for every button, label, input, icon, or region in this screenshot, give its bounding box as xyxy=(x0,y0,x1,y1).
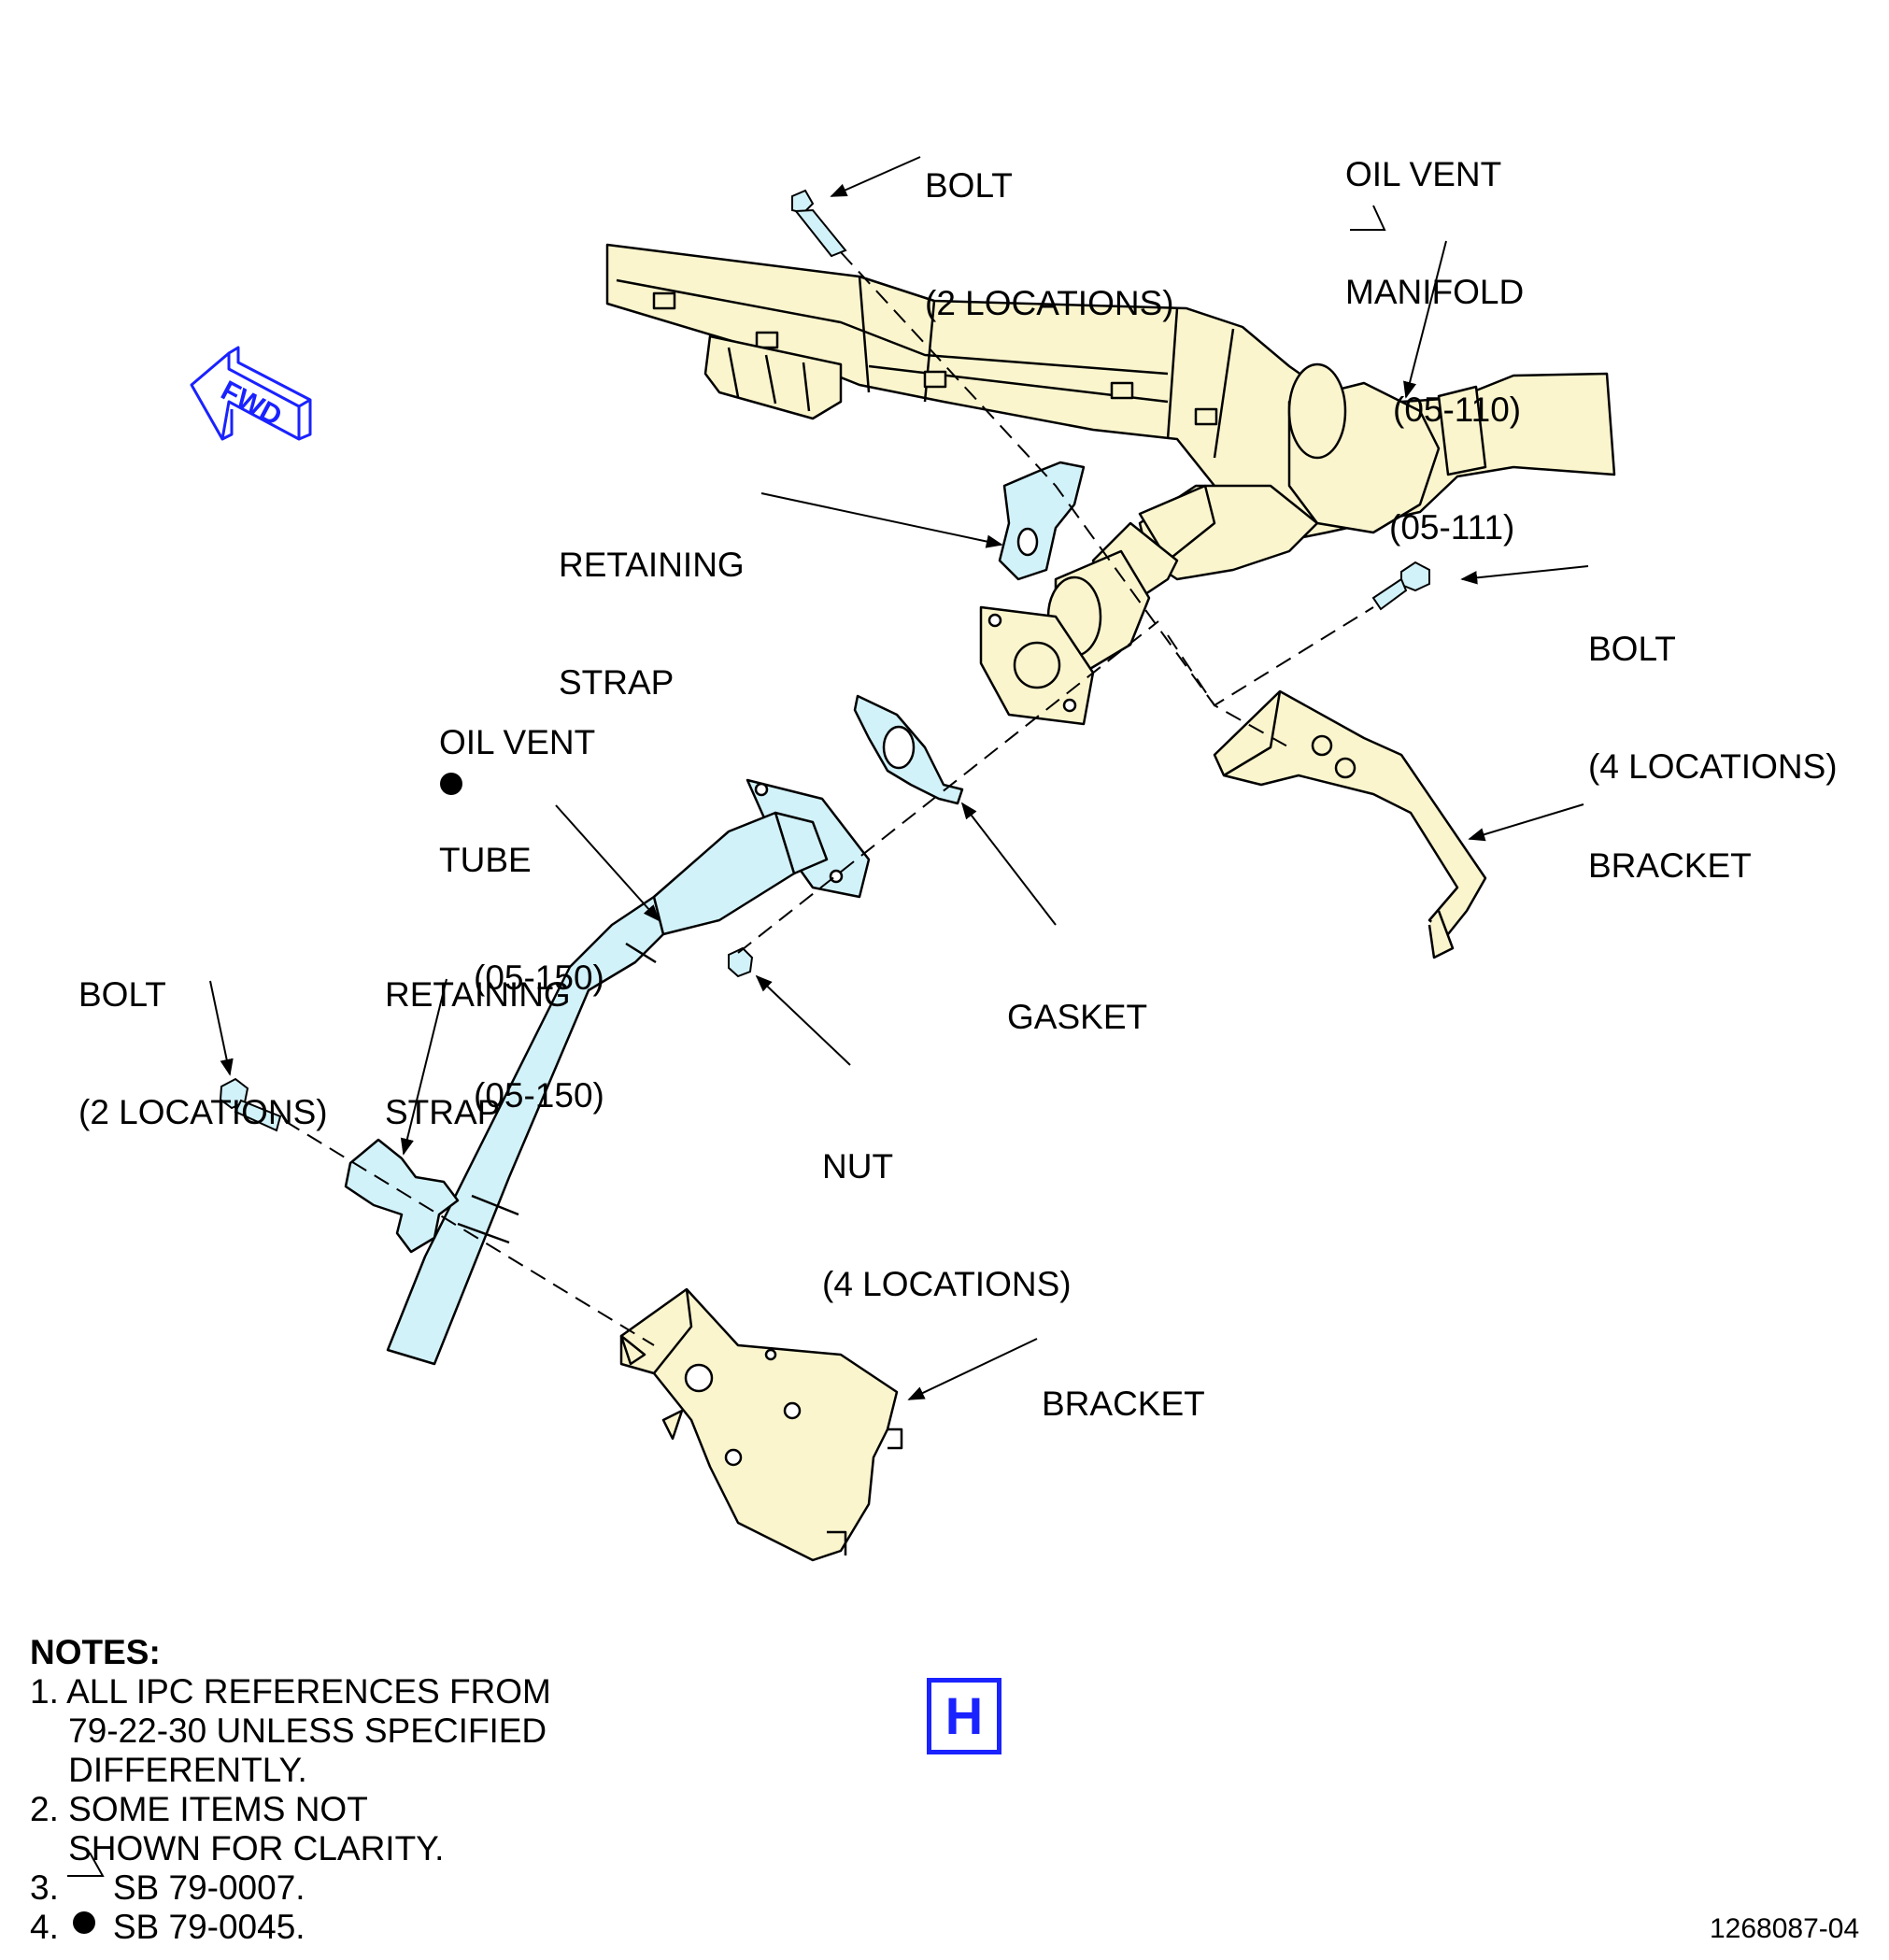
callout-nut-line2: (4 LOCATIONS) xyxy=(822,1265,1072,1303)
callout-bracket-right-line1: BRACKET xyxy=(1588,846,1752,885)
callout-retaining-strap-lower: RETAINING STRAP xyxy=(385,897,571,1172)
leader-manifold xyxy=(1403,240,1447,399)
callout-oil-vent-tube: OIL VENT TUBE (05-150) (05-150) xyxy=(439,645,604,1155)
leader-bracket-lower xyxy=(907,1338,1038,1400)
note-4-text: SB 79-0045. xyxy=(112,1908,305,1946)
note-1-line2: 79-22-30 UNLESS SPECIFIED xyxy=(30,1711,547,1750)
notes-block: NOTES: 1. ALL IPC REFERENCES FROM 79-22-… xyxy=(30,1633,551,1947)
callout-tube-line2: TUBE xyxy=(439,841,532,879)
callout-bracket-lower-line1: BRACKET xyxy=(1042,1385,1205,1423)
callout-oil-vent-manifold: OIL VENT MANIFOLD (05-110) (05-111) xyxy=(1345,77,1524,587)
callout-strap-lower-line2: STRAP xyxy=(385,1093,501,1131)
leader-bolt-left xyxy=(209,980,234,1076)
callout-tube-ref1: (05-150) xyxy=(474,959,604,997)
note-4: 4. SB 79-0045. xyxy=(30,1908,551,1947)
callout-bolt-top-line2: (2 LOCATIONS) xyxy=(925,284,1174,322)
callout-bracket-right: BRACKET xyxy=(1588,768,1752,925)
callout-bolt-left: BOLT (2 LOCATIONS) xyxy=(78,897,328,1172)
leader-bolt-top xyxy=(830,156,921,197)
assembly-centerlines xyxy=(284,251,1374,1346)
callout-nut-line1: NUT xyxy=(822,1147,894,1186)
figure-number: 1268087-04 xyxy=(1710,1913,1860,1944)
note-2-line1: 2. SOME ITEMS NOT xyxy=(30,1790,368,1828)
leader-strap-lower xyxy=(400,978,447,1156)
notes-title: NOTES: xyxy=(30,1633,161,1671)
note-3-text: SB 79-0007. xyxy=(112,1868,305,1907)
nut xyxy=(728,946,754,978)
bolt-right xyxy=(1371,561,1430,611)
callout-manifold-line2: MANIFOLD xyxy=(1345,273,1525,311)
retaining-strap-lower xyxy=(344,1138,460,1254)
bolt-top xyxy=(791,189,847,258)
leader-nut xyxy=(755,974,851,1066)
callout-tube-ref2: (05-150) xyxy=(474,1076,604,1115)
note-dot-symbol-tube xyxy=(440,773,462,795)
callout-nut: NUT (4 LOCATIONS) xyxy=(822,1069,1072,1343)
view-label-box: H xyxy=(927,1678,1001,1754)
note-triangle-symbol-notes xyxy=(67,1852,105,1877)
callout-bolt-right: BOLT (4 LOCATIONS) xyxy=(1588,551,1838,826)
retaining-strap-upper xyxy=(998,461,1086,581)
callout-tube-line1: OIL VENT xyxy=(439,723,596,761)
note-4-number: 4. xyxy=(30,1908,59,1946)
leader-lines xyxy=(209,156,1589,1400)
callout-retaining-strap-upper: RETAINING STRAP xyxy=(559,467,745,742)
bolt-left xyxy=(219,1077,282,1132)
callout-manifold-ref2: (05-111) xyxy=(1389,508,1515,547)
leader-strap-upper xyxy=(760,492,1003,548)
note-1-line1: 1. ALL IPC REFERENCES FROM xyxy=(30,1672,551,1711)
callout-bracket-lower: BRACKET xyxy=(1042,1306,1205,1463)
callout-gasket-line1: GASKET xyxy=(1007,998,1148,1036)
callout-strap-lower-line1: RETAINING xyxy=(385,975,571,1014)
note-triangle-symbol-manifold xyxy=(1350,205,1386,231)
leader-gasket xyxy=(960,802,1057,926)
callout-manifold-ref1: (05-110) xyxy=(1393,391,1522,429)
bracket-lower xyxy=(619,1287,903,1562)
note-2-line2: SHOWN FOR CLARITY. xyxy=(30,1829,445,1868)
callout-bolt-left-line2: (2 LOCATIONS) xyxy=(78,1093,328,1131)
view-label: H xyxy=(944,1686,984,1745)
oil-vent-tube xyxy=(386,778,871,1366)
gasket xyxy=(853,694,964,805)
callout-bolt-left-line1: BOLT xyxy=(78,975,166,1014)
note-3-number: 3. xyxy=(30,1868,59,1907)
callout-strap-upper-line1: RETAINING xyxy=(559,546,745,584)
oil-vent-manifold xyxy=(605,243,1616,726)
callout-bolt-top-line1: BOLT xyxy=(925,166,1013,205)
note-1-line3: DIFFERENTLY. xyxy=(30,1751,307,1789)
callout-bolt-right-line1: BOLT xyxy=(1588,630,1676,668)
callout-bolt-top: BOLT (2 LOCATIONS) xyxy=(925,88,1174,362)
leader-bracket-right xyxy=(1468,803,1584,842)
leader-tube xyxy=(555,804,660,922)
leader-bolt-right xyxy=(1460,565,1589,585)
fwd-arrow-icon: FWD xyxy=(190,346,312,441)
callout-manifold-line1: OIL VENT xyxy=(1345,155,1502,193)
note-dot-symbol-notes xyxy=(73,1911,95,1934)
callout-gasket: GASKET xyxy=(1007,919,1147,1076)
note-3: 3. SB 79-0007. xyxy=(30,1868,551,1908)
callout-strap-upper-line2: STRAP xyxy=(559,663,675,702)
callout-bolt-right-line2: (4 LOCATIONS) xyxy=(1588,747,1838,786)
bracket-right xyxy=(1213,689,1487,959)
